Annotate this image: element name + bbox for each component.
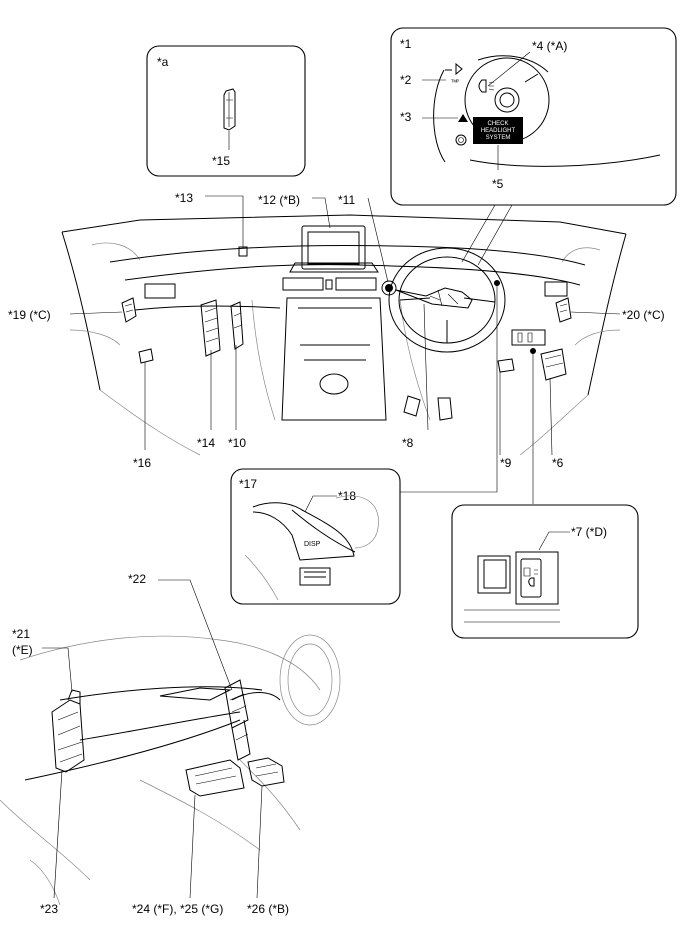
leader-18 [304, 495, 337, 513]
label-6: *6 [552, 456, 564, 470]
leader-13 [205, 195, 244, 248]
headlight-leveling-switch-icon [520, 558, 542, 598]
leader-19 [69, 311, 123, 315]
temp-icon: ᵀᴹᴾ [451, 79, 460, 86]
relay-10-icon [230, 301, 244, 350]
label-11: *11 [338, 193, 355, 207]
label-10: *10 [228, 436, 246, 450]
leader-11 [367, 197, 389, 283]
module-26-icon [247, 757, 285, 787]
label-24-25: *24 (*F), *25 (*G) [132, 902, 223, 916]
label-14: *14 [197, 436, 215, 450]
label-21-code: (*E) [12, 643, 33, 657]
ecu-14-icon [200, 299, 221, 357]
inset-a-tag: *a [157, 55, 169, 69]
leader-21 [42, 647, 73, 693]
inset-cluster-frame [390, 27, 677, 206]
turn-signal-icon [445, 62, 463, 76]
headlight-icon [478, 79, 487, 93]
inset-a: *a *15 [146, 45, 306, 177]
leader-24-25 [189, 794, 196, 899]
junction-block-22-icon [224, 679, 251, 761]
dlc-9-icon [497, 358, 515, 373]
center-display-12 [301, 225, 366, 270]
label-5: *5 [492, 177, 504, 191]
right-switch-20-icon [555, 297, 572, 323]
gauge-cluster: ᵀᴹᴾ [433, 55, 661, 167]
leader-8 [423, 303, 429, 431]
left-switch-19-icon [121, 297, 137, 323]
leader-disp-inset [400, 283, 498, 493]
sensor-part-icon [223, 88, 236, 131]
ecu-21-icon [51, 689, 85, 773]
leader-20 [570, 311, 621, 315]
connector-16-icon [138, 348, 154, 364]
inset-cluster-tag: *1 [400, 37, 412, 51]
label-21: *21 [12, 627, 30, 641]
label-8: *8 [402, 436, 414, 450]
cluster-leaders [422, 51, 531, 170]
inset-disp-tag: *17 [239, 477, 257, 491]
label-22: *22 [128, 572, 146, 586]
label-13: *13 [175, 191, 193, 205]
inset-cluster: *1 *2 *3 *4 (*A) ᵀᴹᴾ CHECK HEADLIGHT SYS… [390, 27, 677, 206]
disp-button-label: DISP [304, 541, 321, 548]
check-headlight-screen [473, 117, 523, 144]
screen-line-1: CHECK [487, 121, 508, 127]
leader-22 [158, 579, 233, 691]
label-7: *7 (*D) [571, 525, 607, 539]
label-20: *20 (*C) [622, 308, 665, 322]
label-15: *15 [212, 154, 230, 168]
inset-switch-frame [451, 504, 639, 639]
switch-panel-6-icon [540, 348, 567, 381]
leader-26 [256, 785, 263, 899]
inset-switch: *7 (*D) [451, 504, 639, 639]
leader-6 [549, 377, 553, 456]
label-19: *19 (*C) [8, 308, 51, 322]
dashboard-drawing [61, 195, 627, 504]
combination-switch-icon [381, 280, 473, 309]
ecu-24-25-icon [185, 759, 245, 797]
label-26: *26 (*B) [247, 902, 289, 916]
label-2: *2 [400, 73, 412, 87]
label-16: *16 [133, 456, 151, 470]
inset-disp: *17 *18 DISP [230, 468, 401, 605]
leader-12 [312, 197, 331, 229]
screen-line-2: HEADLIGHT [481, 128, 516, 134]
inset-a-frame [146, 45, 306, 177]
leader-23 [53, 769, 63, 899]
screen-line-3: SYSTEM [486, 135, 511, 141]
label-3: *3 [400, 110, 412, 124]
label-9: *9 [500, 456, 512, 470]
label-12: *12 (*B) [258, 193, 300, 207]
lower-dashboard-drawing [0, 579, 341, 906]
label-23: *23 [40, 902, 58, 916]
leader-7 [538, 531, 570, 551]
label-4: *4 (*A) [532, 39, 567, 53]
warning-triangle-icon [458, 114, 468, 122]
leader-cluster-zoom [461, 204, 513, 266]
